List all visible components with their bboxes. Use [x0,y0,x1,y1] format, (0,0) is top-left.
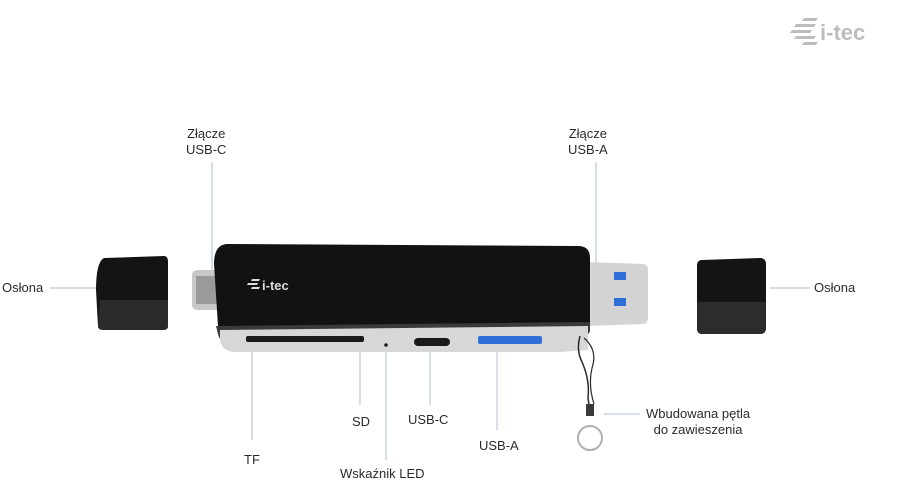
lanyard-string [577,335,591,413]
usba-plug-shape [585,262,648,326]
label-lanyard: Wbudowana pętla do zawieszenia [646,406,751,437]
label-cover-left: Osłona [2,280,44,295]
label-cover-right: Osłona [814,280,856,295]
label-usba-connector: Złącze USB-A [568,126,608,157]
lanyard-ring [577,425,603,451]
cover-right-shape [697,258,766,334]
label-led: Wskaźnik LED [340,466,425,481]
svg-text:i-tec: i-tec [262,278,289,293]
led-dot [384,343,388,347]
device-logo: i-tec [247,278,289,293]
usba-port-shape [478,336,542,344]
label-usba-port: USB-A [479,438,519,453]
cover-left-shape [96,256,168,330]
label-usbc-connector: Złącze USB-C [186,126,227,157]
label-sd: SD [352,414,371,429]
i-tec-logo: i-tec [790,10,890,50]
usbc-port-shape [414,338,450,346]
tf-sd-slot [246,336,364,342]
label-tf: TF [244,452,260,467]
label-usbc-port: USB-C [408,412,449,427]
device-side-panel [220,326,588,352]
device-body [214,244,590,338]
logo-text: i-tec [820,20,865,45]
